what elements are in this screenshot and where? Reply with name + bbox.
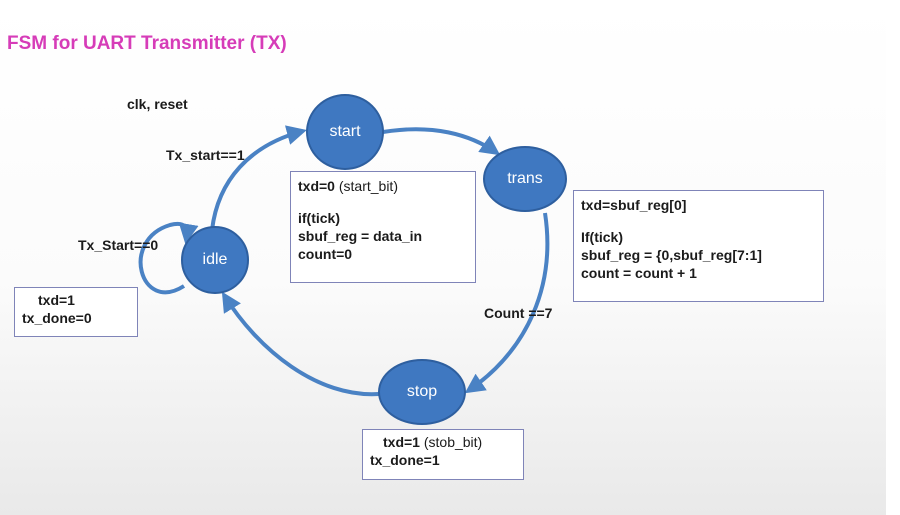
- start-box-if-tick: if(tick): [298, 210, 340, 226]
- diagram-title: FSM for UART Transmitter (TX): [7, 33, 287, 54]
- start-box-sbuf-assign: sbuf_reg = data_in: [298, 228, 423, 244]
- stop-state-outputs-box: txd=1 (stob_bit) tx_done=1: [362, 429, 524, 480]
- start-box-note: (start_bit): [338, 178, 398, 194]
- trans-box-txd: txd=sbuf_reg[0]: [581, 197, 687, 213]
- state-stop: stop: [378, 359, 466, 425]
- arrow-idle-self-loop: [138, 221, 199, 295]
- right-edge: [886, 0, 900, 515]
- state-trans: trans: [483, 146, 567, 212]
- trans-box-shift: sbuf_reg = {0,sbuf_reg[7:1]: [581, 247, 762, 263]
- arrow-trans-to-stop: [464, 212, 550, 394]
- transition-label-idle-self: Tx_Start==0: [78, 237, 159, 253]
- start-state-actions-box: txd=0 (start_bit) if(tick) sbuf_reg = da…: [290, 171, 476, 283]
- transition-label-idle-to-start: Tx_start==1: [166, 147, 245, 163]
- idle-box-tx-done: tx_done=0: [22, 310, 92, 326]
- inputs-label: clk, reset: [127, 96, 188, 112]
- arrow-idle-to-start: [210, 125, 307, 231]
- stop-box-txd: txd=1: [383, 434, 420, 450]
- stop-box-tx-done: tx_done=1: [370, 452, 440, 468]
- idle-state-outputs-box: txd=1 tx_done=0: [14, 287, 138, 337]
- trans-box-count-increment: count = count + 1: [581, 265, 697, 281]
- trans-box-if-tick: If(tick): [581, 229, 623, 245]
- arrow-stop-to-idle: [221, 291, 380, 397]
- start-box-txd: txd=0: [298, 178, 335, 194]
- trans-state-actions-box: txd=sbuf_reg[0] If(tick) sbuf_reg = {0,s…: [573, 190, 824, 302]
- state-start: start: [306, 94, 384, 170]
- stop-box-note: (stob_bit): [423, 434, 483, 450]
- arrow-start-to-trans: [382, 127, 501, 156]
- start-box-count-reset: count=0: [298, 246, 353, 262]
- idle-box-txd: txd=1: [38, 292, 75, 308]
- state-idle: idle: [181, 226, 249, 294]
- transition-label-trans-to-stop: Count ==7: [484, 305, 553, 321]
